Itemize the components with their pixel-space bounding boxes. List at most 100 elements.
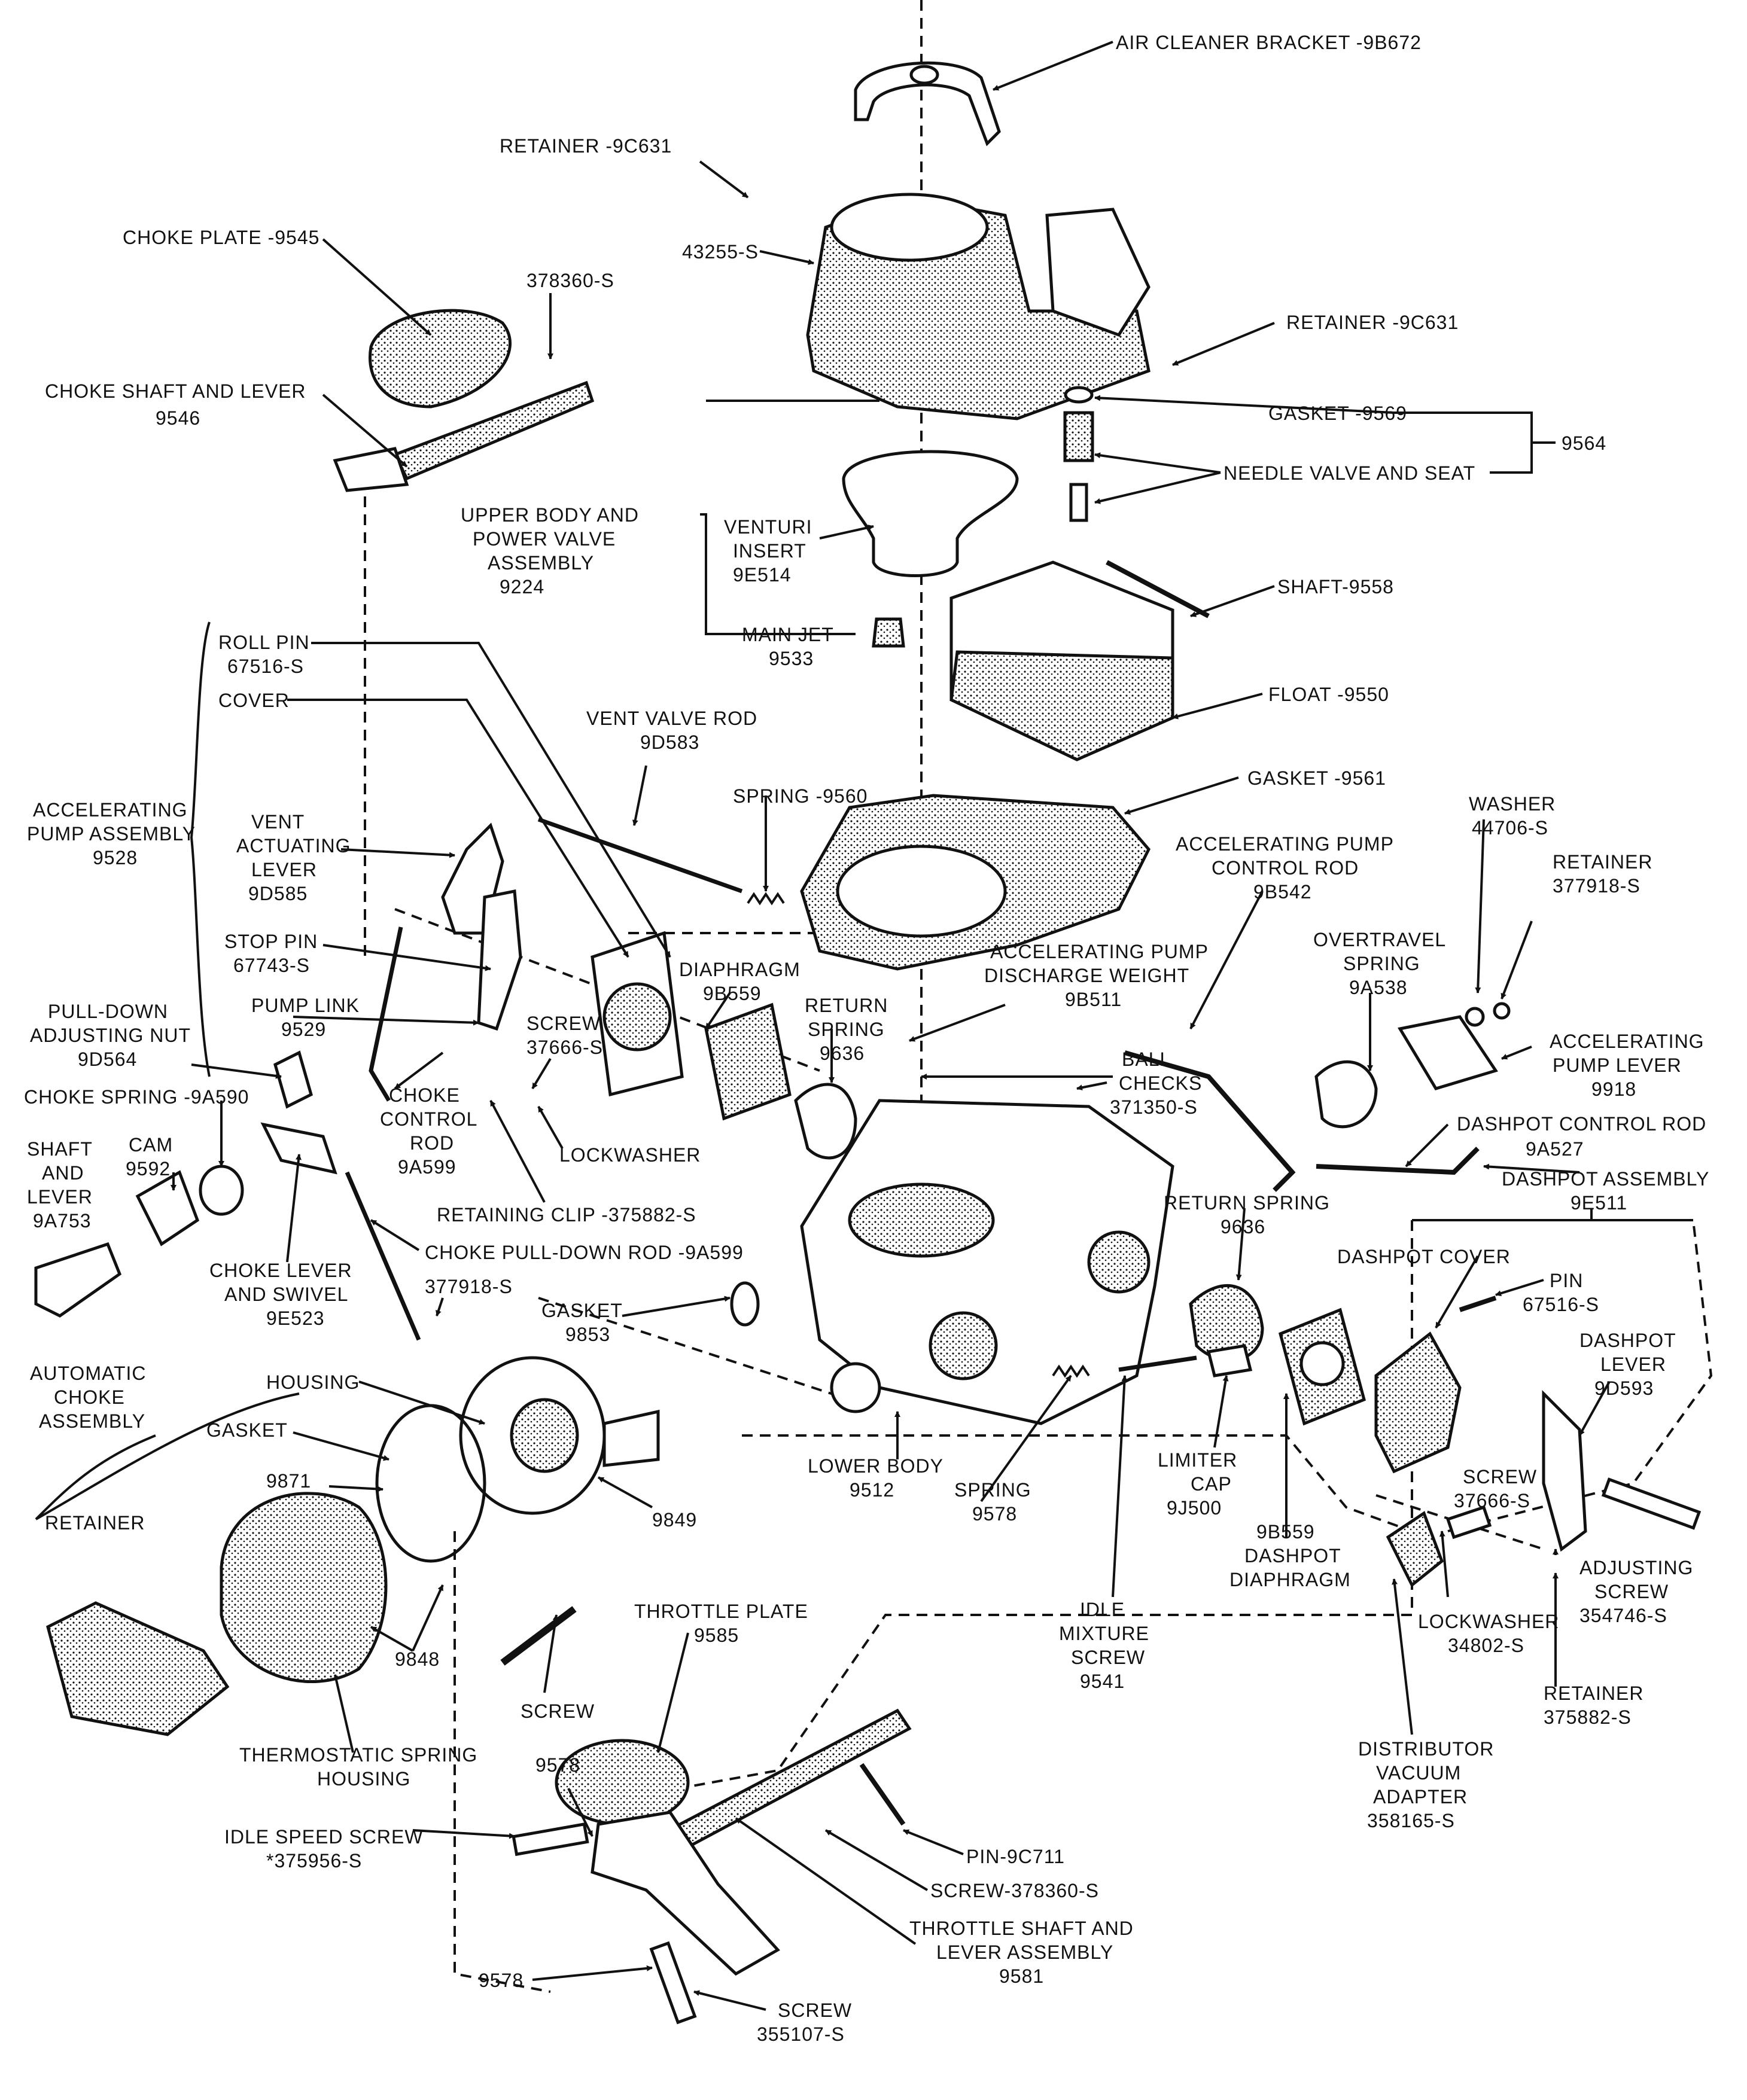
label-air-cleaner-bracket: AIR CLEANER BRACKET -9B672 <box>1116 32 1422 53</box>
label-pump-link-1: PUMP LINK <box>251 995 360 1016</box>
label-accel-pump-assy-3: 9528 <box>93 847 138 868</box>
label-screw-37666-1: SCREW <box>526 1013 601 1034</box>
label-shaft-lever-1: SHAFT <box>27 1138 93 1160</box>
distributor-adapter-part <box>1386 1511 1444 1587</box>
screw-left-part <box>500 1606 577 1666</box>
accel-control-rod-part <box>1124 1050 1296 1192</box>
label-upper-body-2: POWER VALVE <box>473 528 616 550</box>
label-main-jet-1: MAIN JET <box>742 624 834 645</box>
label-roll-pin-2: 67516-S <box>227 656 304 677</box>
label-accel-lever-1: ACCELERATING <box>1550 1031 1705 1052</box>
label-pin-r-2: 67516-S <box>1523 1294 1599 1315</box>
label-return-spring-3: 9636 <box>820 1043 865 1064</box>
label-auto-choke-2: CHOKE <box>54 1386 125 1408</box>
label-accel-pump-assy-1: ACCELERATING <box>33 799 188 821</box>
label-cam-2: 9592 <box>126 1158 171 1179</box>
gasket-9871-part <box>375 1404 486 1563</box>
overtravel-spring-part <box>1314 1060 1378 1129</box>
label-dashpot-diaph-3: DIAPHRAGM <box>1229 1569 1351 1590</box>
label-ball-checks-3: 371350-S <box>1110 1096 1198 1118</box>
label-return-spring-r-2: 9636 <box>1221 1216 1265 1238</box>
label-overtravel-2: SPRING <box>1343 953 1420 974</box>
label-pull-down-2: ADJUSTING NUT <box>30 1025 191 1046</box>
label-throttle-plate-1: THROTTLE PLATE <box>634 1601 808 1622</box>
choke-spring-part <box>199 1165 244 1216</box>
choke-control-rod-part <box>369 926 403 1102</box>
return-spring-part <box>794 1083 857 1160</box>
vent-valve-rod-part <box>537 817 743 894</box>
label-idle-mix-3: SCREW <box>1071 1647 1145 1668</box>
label-9849: 9849 <box>652 1509 697 1531</box>
label-discharge-wt-2: DISCHARGE WEIGHT <box>984 965 1189 986</box>
needle-valve-part <box>1063 386 1094 522</box>
label-idle-mix-4: 9541 <box>1080 1671 1125 1692</box>
label-spring-9578-2: 9578 <box>972 1503 1017 1525</box>
label-idle-mix-1: IDLE <box>1080 1599 1125 1620</box>
accel-pump-lever-part <box>1398 1015 1498 1090</box>
choke-plate-part <box>369 309 512 409</box>
label-9871: 9871 <box>266 1470 311 1492</box>
label-pull-down-3: 9D564 <box>78 1049 137 1070</box>
choke-assembly-brace <box>35 1392 300 1520</box>
lower-body-part <box>800 1099 1174 1425</box>
label-ball-checks-2: CHECKS <box>1119 1072 1202 1094</box>
label-screw-bottom-2: 355107-S <box>757 2023 845 2045</box>
label-choke-shaft-2: 9546 <box>156 407 200 429</box>
label-pump-link-2: 9529 <box>281 1019 326 1040</box>
label-43255: 43255-S <box>682 241 759 263</box>
choke-lever-part <box>260 1122 337 1175</box>
limiter-cap-part <box>1206 1344 1253 1377</box>
label-choke-rod-2: CONTROL <box>380 1108 477 1130</box>
label-dashpot-lever-3: 9D593 <box>1594 1377 1654 1399</box>
label-idle-speed-2: *375956-S <box>266 1850 362 1872</box>
label-9578-b: 9578 <box>479 1970 524 1991</box>
label-upper-body-1: UPPER BODY AND <box>461 504 639 526</box>
label-return-spring-r-1: RETURN SPRING <box>1164 1192 1330 1214</box>
needle-9564-brace <box>1394 412 1556 474</box>
label-roll-pin-1: ROLL PIN <box>218 632 310 653</box>
label-throttle-shaft-1: THROTTLE SHAFT AND <box>909 1918 1134 1939</box>
pump-link-part <box>477 889 522 1031</box>
label-dashpot-rod-2: 9A527 <box>1526 1138 1584 1160</box>
dashpot-diaphragm-center-part <box>1299 1341 1345 1386</box>
label-throttle-shaft-2: LEVER ASSEMBLY <box>936 1941 1113 1963</box>
screw-37666-right-part <box>1445 1505 1492 1540</box>
label-vent-lever-4: 9D585 <box>248 883 308 904</box>
pin-9c711-part <box>859 1763 906 1826</box>
label-choke-rod-4: 9A599 <box>398 1156 456 1178</box>
label-shaft-lever-2: AND <box>42 1162 84 1184</box>
label-throttle-plate-2: 9585 <box>694 1624 739 1646</box>
label-vent-lever-3: LEVER <box>251 859 317 880</box>
label-dashpot-lever-2: LEVER <box>1600 1354 1666 1375</box>
label-pull-down-1: PULL-DOWN <box>48 1001 168 1022</box>
label-accel-ctrl-rod-2: CONTROL ROD <box>1212 857 1359 879</box>
accel-pump-cover-part <box>591 931 684 1097</box>
label-stop-pin-2: 67743-S <box>233 955 310 976</box>
label-choke-pulldown-rod: CHOKE PULL-DOWN ROD -9A599 <box>425 1242 744 1263</box>
label-dashpot-diaph-1: 9B559 <box>1256 1521 1315 1543</box>
label-retainer-top: RETAINER -9C631 <box>500 135 672 157</box>
part-labels: AIR CLEANER BRACKET -9B672 RETAINER -9C6… <box>24 32 1709 2045</box>
label-gasket-choke: GASKET <box>206 1419 288 1441</box>
choke-housing-part <box>459 1356 660 1515</box>
choke-shaft-part <box>333 380 595 492</box>
air-cleaner-bracket-part <box>854 61 1001 147</box>
label-screw-r-2: 37666-S <box>1454 1490 1530 1511</box>
label-dashpot-rod-1: DASHPOT CONTROL ROD <box>1457 1113 1706 1135</box>
dashpot-control-rod-part <box>1316 1147 1480 1175</box>
label-screw-bottom-1: SCREW <box>778 2000 852 2021</box>
label-adjusting-screw-2: SCREW <box>1594 1581 1669 1602</box>
leader-lines <box>171 41 1611 2011</box>
retainer-377918-part <box>1493 1002 1511 1020</box>
label-screw-r-1: SCREW <box>1463 1466 1537 1488</box>
screw-355107-part <box>649 1941 697 2025</box>
label-dashpot-diaph-2: DASHPOT <box>1244 1545 1341 1566</box>
label-washer-2: 44706-S <box>1472 817 1548 839</box>
label-screw-378360: SCREW-378360-S <box>930 1880 1099 1901</box>
label-shaft-lever-3: LEVER <box>27 1186 93 1208</box>
label-choke-lever-1: CHOKE LEVER <box>209 1260 352 1281</box>
label-venturi-1: VENTURI <box>724 516 812 538</box>
label-needle-valve: NEEDLE VALVE AND SEAT <box>1223 462 1475 484</box>
label-pin-9c711: PIN-9C711 <box>966 1846 1065 1867</box>
washer-part <box>1465 1007 1485 1027</box>
